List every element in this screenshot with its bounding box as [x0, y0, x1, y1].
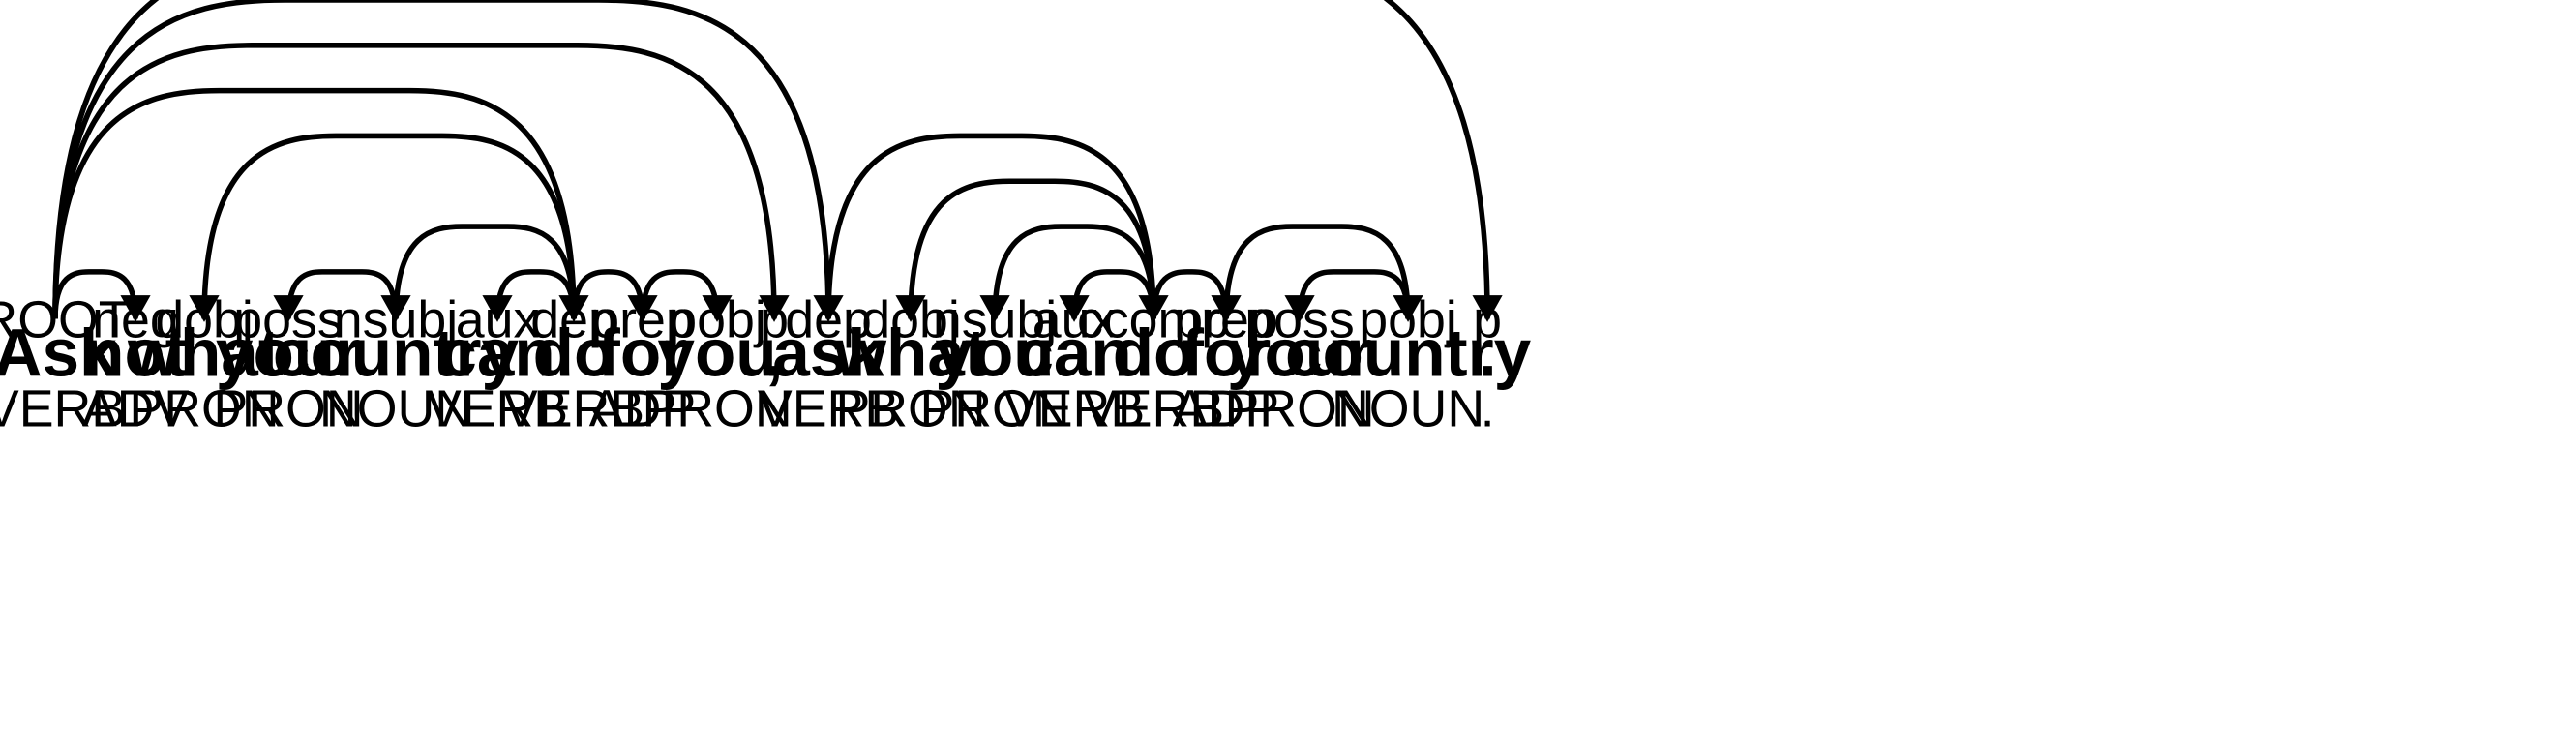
arcs-layer: [52, 0, 1503, 322]
dep-label-11: dobj: [861, 290, 960, 348]
arrow-head-icon: [1284, 295, 1315, 322]
token-pos-6: VERB: [503, 379, 644, 437]
dep-label-12: nsubj: [933, 290, 1057, 348]
dependency-arc-dep: [52, 0, 831, 319]
token-word-9[interactable]: ,: [764, 315, 783, 390]
arrow-head-icon: [702, 295, 733, 322]
dependency-arc-p: [52, 43, 777, 319]
token-word-1[interactable]: not: [83, 315, 188, 390]
token-word-14[interactable]: do: [1113, 315, 1195, 390]
token-pos-0: VERB: [0, 379, 126, 437]
dep-label-9: p: [760, 290, 789, 348]
token-pos-17: NOUN: [1332, 379, 1484, 437]
dep-label-16: poss: [1244, 290, 1354, 348]
token-word-13[interactable]: can: [1016, 315, 1131, 390]
dep-label-6: dep: [530, 290, 617, 348]
dep-label-3: poss: [233, 290, 343, 348]
token-word-12[interactable]: you: [935, 315, 1054, 390]
dependency-arc-dobj: [201, 133, 577, 319]
dependency-arc-aux: [1071, 269, 1156, 319]
dependency-arc-neg: [52, 269, 138, 319]
dependency-arc-prep: [1151, 269, 1229, 319]
dependency-arc-aux: [494, 269, 577, 319]
arrow-head-icon: [979, 295, 1010, 322]
arrow-head-icon: [1059, 295, 1090, 322]
dep-label-10: dep: [785, 290, 872, 348]
token-word-18[interactable]: .: [1478, 315, 1496, 390]
dependency-arc-poss: [1297, 269, 1411, 319]
token-word-7[interactable]: for: [598, 315, 687, 390]
token-pos-15: ADP: [1173, 379, 1279, 437]
token-word-6[interactable]: do: [533, 315, 615, 390]
token-pos-2: PRON: [129, 379, 279, 437]
token-word-8[interactable]: you: [657, 315, 776, 390]
dependency-arc-pobj: [640, 269, 720, 319]
dep-label-2: dobj: [155, 290, 254, 348]
token-labels-layer: ROOTAskVERBnegnotADVdobjwhatPRONpossyour…: [0, 290, 1532, 437]
token-pos-13: VERB: [1003, 379, 1145, 437]
dep-label-8: pobj: [668, 290, 766, 348]
dependency-arc-poss: [285, 269, 399, 319]
token-pos-7: ADP: [589, 379, 696, 437]
token-pos-16: PRON: [1224, 379, 1374, 437]
dependency-arc-prep: [571, 269, 645, 319]
token-pos-12: PRON: [919, 379, 1069, 437]
token-pos-3: PRON: [213, 379, 363, 437]
token-word-2[interactable]: what: [127, 315, 281, 390]
token-pos-5: VERB: [427, 379, 568, 437]
arrow-head-icon: [895, 295, 926, 322]
token-word-16[interactable]: your: [1227, 315, 1372, 390]
arrow-head-icon: [759, 295, 790, 322]
token-pos-18: .: [1481, 379, 1495, 437]
token-word-4[interactable]: country: [273, 315, 520, 390]
token-word-10[interactable]: ask: [772, 315, 884, 390]
token-pos-9: .: [767, 379, 782, 437]
token-word-11[interactable]: what: [833, 315, 987, 390]
token-word-5[interactable]: can: [439, 315, 554, 390]
arrow-head-icon: [482, 295, 513, 322]
token-word-3[interactable]: your: [216, 315, 361, 390]
dep-label-17: pobj: [1359, 290, 1457, 348]
dependency-arc-ccomp: [825, 133, 1156, 319]
dependency-arc-p: [52, 0, 1490, 319]
token-pos-14: VERB: [1083, 379, 1224, 437]
dependency-arc-nsubj: [992, 224, 1156, 319]
dependency-arc-pobj: [1223, 224, 1411, 319]
dep-label-1: neg: [92, 290, 179, 348]
token-word-17[interactable]: country: [1285, 315, 1532, 390]
dep-label-5: aux: [456, 290, 540, 348]
token-word-0[interactable]: Ask: [0, 315, 117, 390]
dep-label-0: ROOT: [0, 290, 131, 348]
arrow-head-icon: [273, 295, 304, 322]
token-pos-8: PRON: [642, 379, 792, 437]
dep-label-13: aux: [1033, 290, 1117, 348]
token-word-15[interactable]: for: [1182, 315, 1271, 390]
arrow-head-icon: [1393, 295, 1423, 322]
token-pos-1: ADV: [82, 379, 190, 437]
token-pos-4: NOUN: [319, 379, 472, 437]
arrow-head-icon: [1472, 295, 1503, 322]
dep-label-14: ccomp: [1077, 290, 1230, 348]
arrow-head-icon: [189, 295, 220, 322]
dependency-arc-dobj: [908, 178, 1156, 319]
token-pos-10: VERB: [758, 379, 899, 437]
arrow-head-icon: [120, 295, 151, 322]
arrow-head-icon: [380, 295, 411, 322]
dependency-arc-nsubj: [393, 224, 577, 319]
dependency-arc-dep: [52, 87, 577, 319]
token-pos-11: PRON: [835, 379, 985, 437]
dep-label-18: p: [1473, 290, 1502, 348]
dep-label-7: prep: [590, 290, 695, 348]
dep-label-4: nsubj: [334, 290, 458, 348]
dep-label-15: prep: [1174, 290, 1278, 348]
